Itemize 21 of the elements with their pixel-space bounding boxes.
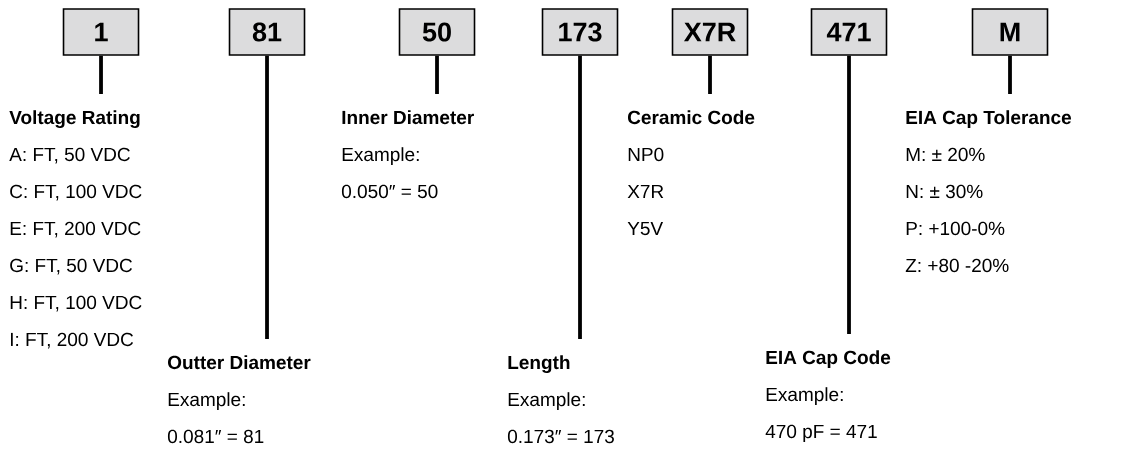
description-text: Length Example: 0.173″ = 173: [507, 355, 614, 444]
description-text: Voltage Rating A: FT, 50 VDC C: FT, 100 VDC E: FT, 200 VDC G: FT, 50 VDC H: FT, 100 VDC I: FT, 200 VDC: [9, 110, 142, 349]
code-box: 1: [62, 8, 140, 56]
leader-line: [265, 55, 269, 339]
code-box: 50: [398, 8, 476, 56]
leader-line: [708, 55, 712, 94]
description-text: Inner Diameter Example: 0.050″ = 50: [341, 110, 474, 199]
leader-line: [847, 55, 851, 334]
leader-line: [435, 55, 439, 94]
code-box: X7R: [671, 8, 749, 56]
code-box: 471: [810, 8, 888, 56]
code-box: 81: [228, 8, 306, 56]
code-box: M: [971, 8, 1049, 56]
leader-line: [578, 55, 582, 339]
description-text: EIA Cap Tolerance M: ± 20% N: ± 30% P: +100-0% Z: +80 -20%: [905, 110, 1071, 273]
code-box: 173: [541, 8, 619, 56]
leader-line: [1008, 55, 1012, 94]
leader-line: [99, 55, 103, 94]
description-text: Ceramic Code NP0 X7R Y5V: [627, 110, 755, 236]
description-text: EIA Cap Code Example: 470 pF = 471: [765, 350, 891, 442]
description-text: Outter Diameter Example: 0.081″ = 81: [167, 355, 311, 444]
